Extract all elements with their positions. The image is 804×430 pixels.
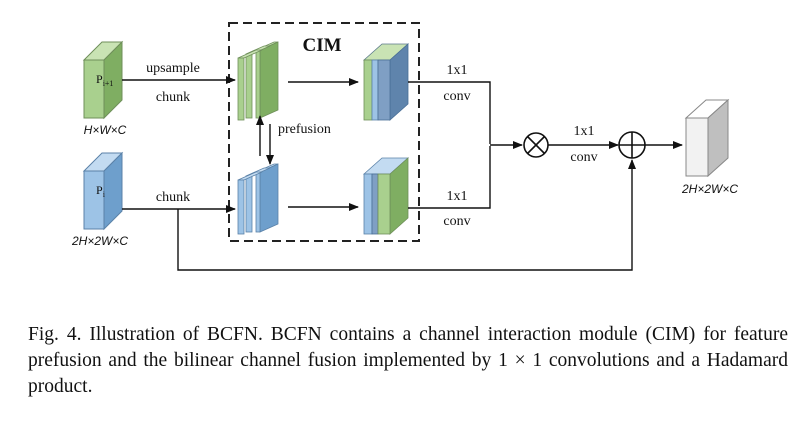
label-chunk-bottom: chunk xyxy=(156,190,190,205)
cim-box xyxy=(228,22,420,242)
input-top-label: Pi+1 xyxy=(96,72,113,88)
label-chunk-top: chunk xyxy=(156,90,190,105)
label-conv-bottom-1: 1x1 xyxy=(447,189,468,204)
cim-bottom-right-cube xyxy=(362,157,410,235)
cim-top-left-cube xyxy=(237,41,279,121)
output-dims: 2H×2W×C xyxy=(681,182,738,196)
label-upsample: upsample xyxy=(146,61,200,76)
multiply-icon xyxy=(523,132,549,158)
label-conv-bottom-2: conv xyxy=(443,214,470,229)
figure-caption: Fig. 4. Illustration of BCFN. BCFN conta… xyxy=(28,324,788,397)
cim-bottom-left-cube xyxy=(237,163,279,235)
label-conv-top-1: 1x1 xyxy=(447,63,468,78)
label-conv-top-2: conv xyxy=(443,89,470,104)
cim-top-right-cube xyxy=(362,43,410,121)
input-bottom-dims: 2H×2W×C xyxy=(71,234,128,248)
add-icon xyxy=(618,131,646,159)
input-top-dims: H×W×C xyxy=(84,123,127,137)
line-top-conv xyxy=(408,81,491,144)
label-conv-mid-1: 1x1 xyxy=(574,124,595,139)
label-prefusion: prefusion xyxy=(278,122,331,137)
cim-title: CIM xyxy=(302,35,341,56)
bcfn-diagram: CIM Pi+1 H×W×C Pi 2H×2W×C upsample chunk… xyxy=(71,22,738,271)
input-top-feature-cube: Pi+1 xyxy=(82,40,124,120)
line-bottom-conv xyxy=(408,146,491,209)
label-conv-mid-2: conv xyxy=(570,150,597,165)
output-feature-cube xyxy=(684,98,730,178)
input-bottom-feature-cube: Pi xyxy=(82,151,124,231)
residual-line xyxy=(177,159,636,271)
input-bottom-label: Pi xyxy=(96,183,106,199)
